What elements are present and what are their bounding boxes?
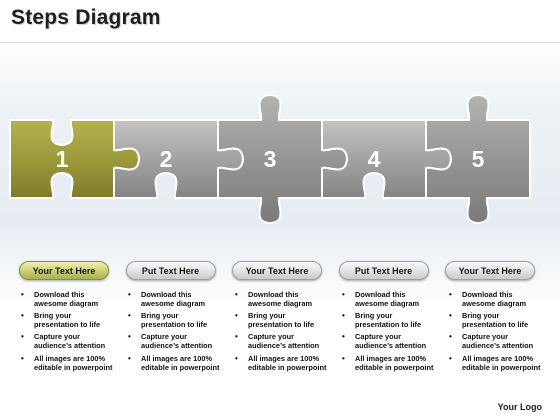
bullet-item: Bring your presentation to life xyxy=(16,311,116,329)
bullet-item: Download this awesome diagram xyxy=(230,290,330,308)
bullet-item: Capture your audience’s attention xyxy=(16,332,116,350)
bullet-item: Capture your audience’s attention xyxy=(337,332,437,350)
step-number-4: 4 xyxy=(368,146,381,172)
bullet-item: Capture your audience’s attention xyxy=(230,332,330,350)
bullet-item: Capture your audience’s attention xyxy=(444,332,544,350)
step-number-1: 1 xyxy=(56,146,69,172)
step-bullets-3: Download this awesome diagramBring your … xyxy=(230,290,330,375)
bullet-item: Download this awesome diagram xyxy=(123,290,223,308)
step-label-4: Put Text Here xyxy=(338,261,429,280)
step-label-2: Put Text Here xyxy=(125,261,216,280)
puzzle-diagram: 1 2 3 4 5 xyxy=(9,93,531,225)
bullet-item: Bring your presentation to life xyxy=(444,311,544,329)
bullet-item: All images are 100% editable in powerpoi… xyxy=(444,354,544,372)
bullet-item: All images are 100% editable in powerpoi… xyxy=(123,354,223,372)
puzzle-piece-5 xyxy=(425,93,531,225)
bullet-item: Capture your audience’s attention xyxy=(123,332,223,350)
bullet-item: Download this awesome diagram xyxy=(444,290,544,308)
step-bullets-4: Download this awesome diagramBring your … xyxy=(337,290,437,375)
step-label-5: Your Text Here xyxy=(445,261,535,280)
step-label-3: Your Text Here xyxy=(232,261,322,280)
bullet-item: Bring your presentation to life xyxy=(123,311,223,329)
step-number-3: 3 xyxy=(264,146,277,172)
bullet-item: All images are 100% editable in powerpoi… xyxy=(337,354,437,372)
step-number-5: 5 xyxy=(472,146,485,172)
bullet-item: All images are 100% editable in powerpoi… xyxy=(230,354,330,372)
step-bullets-5: Download this awesome diagramBring your … xyxy=(444,290,544,375)
header-divider xyxy=(0,42,560,43)
bullet-item: Download this awesome diagram xyxy=(337,290,437,308)
logo-text: Your Logo xyxy=(497,402,542,412)
page-title: Steps Diagram xyxy=(11,6,161,29)
step-number-2: 2 xyxy=(160,146,173,172)
step-bullets-1: Download this awesome diagramBring your … xyxy=(16,290,116,375)
step-bullets-2: Download this awesome diagramBring your … xyxy=(123,290,223,375)
bullet-item: All images are 100% editable in powerpoi… xyxy=(16,354,116,372)
step-label-1: Your Text Here xyxy=(19,261,109,280)
bullet-item: Download this awesome diagram xyxy=(16,290,116,308)
bullet-item: Bring your presentation to life xyxy=(230,311,330,329)
bullet-item: Bring your presentation to life xyxy=(337,311,437,329)
